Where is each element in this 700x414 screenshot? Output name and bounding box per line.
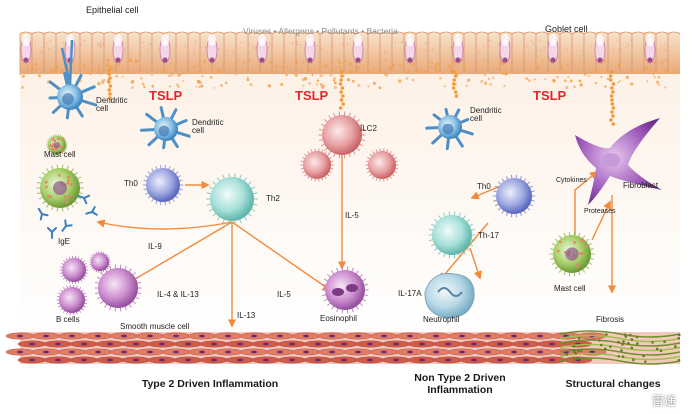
tslp-label-3: TSLP bbox=[533, 88, 566, 103]
label-ige: IgE bbox=[58, 238, 70, 246]
tslp-label-2: TSLP bbox=[295, 88, 328, 103]
label-dendritic-cell-3: Dendritic cell bbox=[470, 107, 510, 124]
triggers-text: Viruses • Allergens • Pollutants • Bacte… bbox=[243, 26, 398, 36]
label-th2: Th2 bbox=[266, 195, 280, 203]
label-b-cells: B cells bbox=[56, 316, 80, 324]
label-il5-1: IL-5 bbox=[345, 212, 359, 220]
label-il9: IL-9 bbox=[148, 243, 162, 251]
label-dendritic-cell-1: Dendritic cell bbox=[96, 97, 136, 114]
label-eosinophil: Eosinophil bbox=[320, 315, 357, 323]
label-il17a: IL-17A bbox=[398, 290, 422, 298]
label-neutrophil: Neutrophil bbox=[423, 316, 459, 324]
section-structural: Structural changes bbox=[548, 378, 678, 390]
label-il4-il13: IL-4 & IL-13 bbox=[157, 291, 199, 299]
label-mast-cell-2: Mast cell bbox=[554, 285, 586, 293]
label-il5-2: IL-5 bbox=[277, 291, 291, 299]
tslp-label-1: TSLP bbox=[149, 88, 182, 103]
label-il13: IL-13 bbox=[237, 312, 255, 320]
section-non-type2: Non Type 2 Driven Inflammation bbox=[400, 372, 520, 396]
label-dendritic-cell-2: Dendritic cell bbox=[192, 119, 232, 136]
label-smooth-muscle-cell: Smooth muscle cell bbox=[120, 323, 189, 331]
label-th17: Th-17 bbox=[478, 232, 499, 240]
label-proteases: Proteases bbox=[584, 208, 616, 215]
label-epithelial-cell: Epithelial cell bbox=[86, 6, 139, 15]
neutrophil-cell bbox=[425, 273, 474, 318]
label-goblet-cell: Goblet cell bbox=[545, 25, 588, 34]
label-cytokines: Cytokines bbox=[556, 177, 587, 184]
label-th0-1: Th0 bbox=[124, 180, 138, 188]
label-fibrosis: Fibrosis bbox=[596, 316, 624, 324]
label-th0-2: Th0 bbox=[477, 183, 491, 191]
label-fibroblast: Fibroblast bbox=[623, 182, 658, 190]
watermark: 雷递 bbox=[652, 392, 676, 409]
section-type2: Type 2 Driven Inflammation bbox=[110, 378, 310, 390]
label-mast-cell-1: Mast cell bbox=[44, 151, 76, 159]
label-ilc2: ILC2 bbox=[360, 125, 377, 133]
